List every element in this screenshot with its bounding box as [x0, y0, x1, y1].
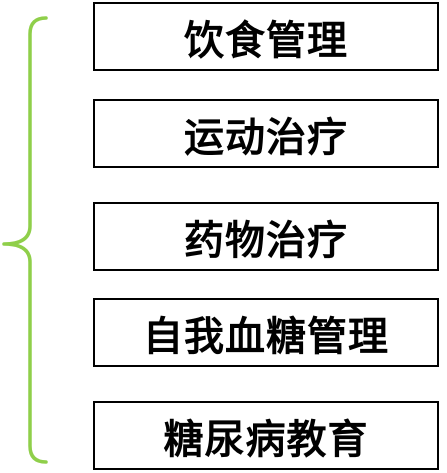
item-label: 运动治疗 [184, 114, 348, 161]
item-box-self-glucose-management: 自我血糖管理 [93, 298, 439, 367]
item-label: 糖尿病教育 [163, 416, 369, 463]
item-box-drug-therapy: 药物治疗 [93, 202, 439, 271]
item-box-diabetes-education: 糖尿病教育 [93, 401, 439, 470]
left-curly-brace [2, 16, 48, 464]
item-label: 饮食管理 [184, 17, 348, 64]
item-box-diet-management: 饮食管理 [93, 2, 439, 71]
item-box-exercise-therapy: 运动治疗 [93, 99, 439, 168]
item-label: 药物治疗 [184, 217, 348, 264]
item-label: 自我血糖管理 [143, 313, 389, 360]
